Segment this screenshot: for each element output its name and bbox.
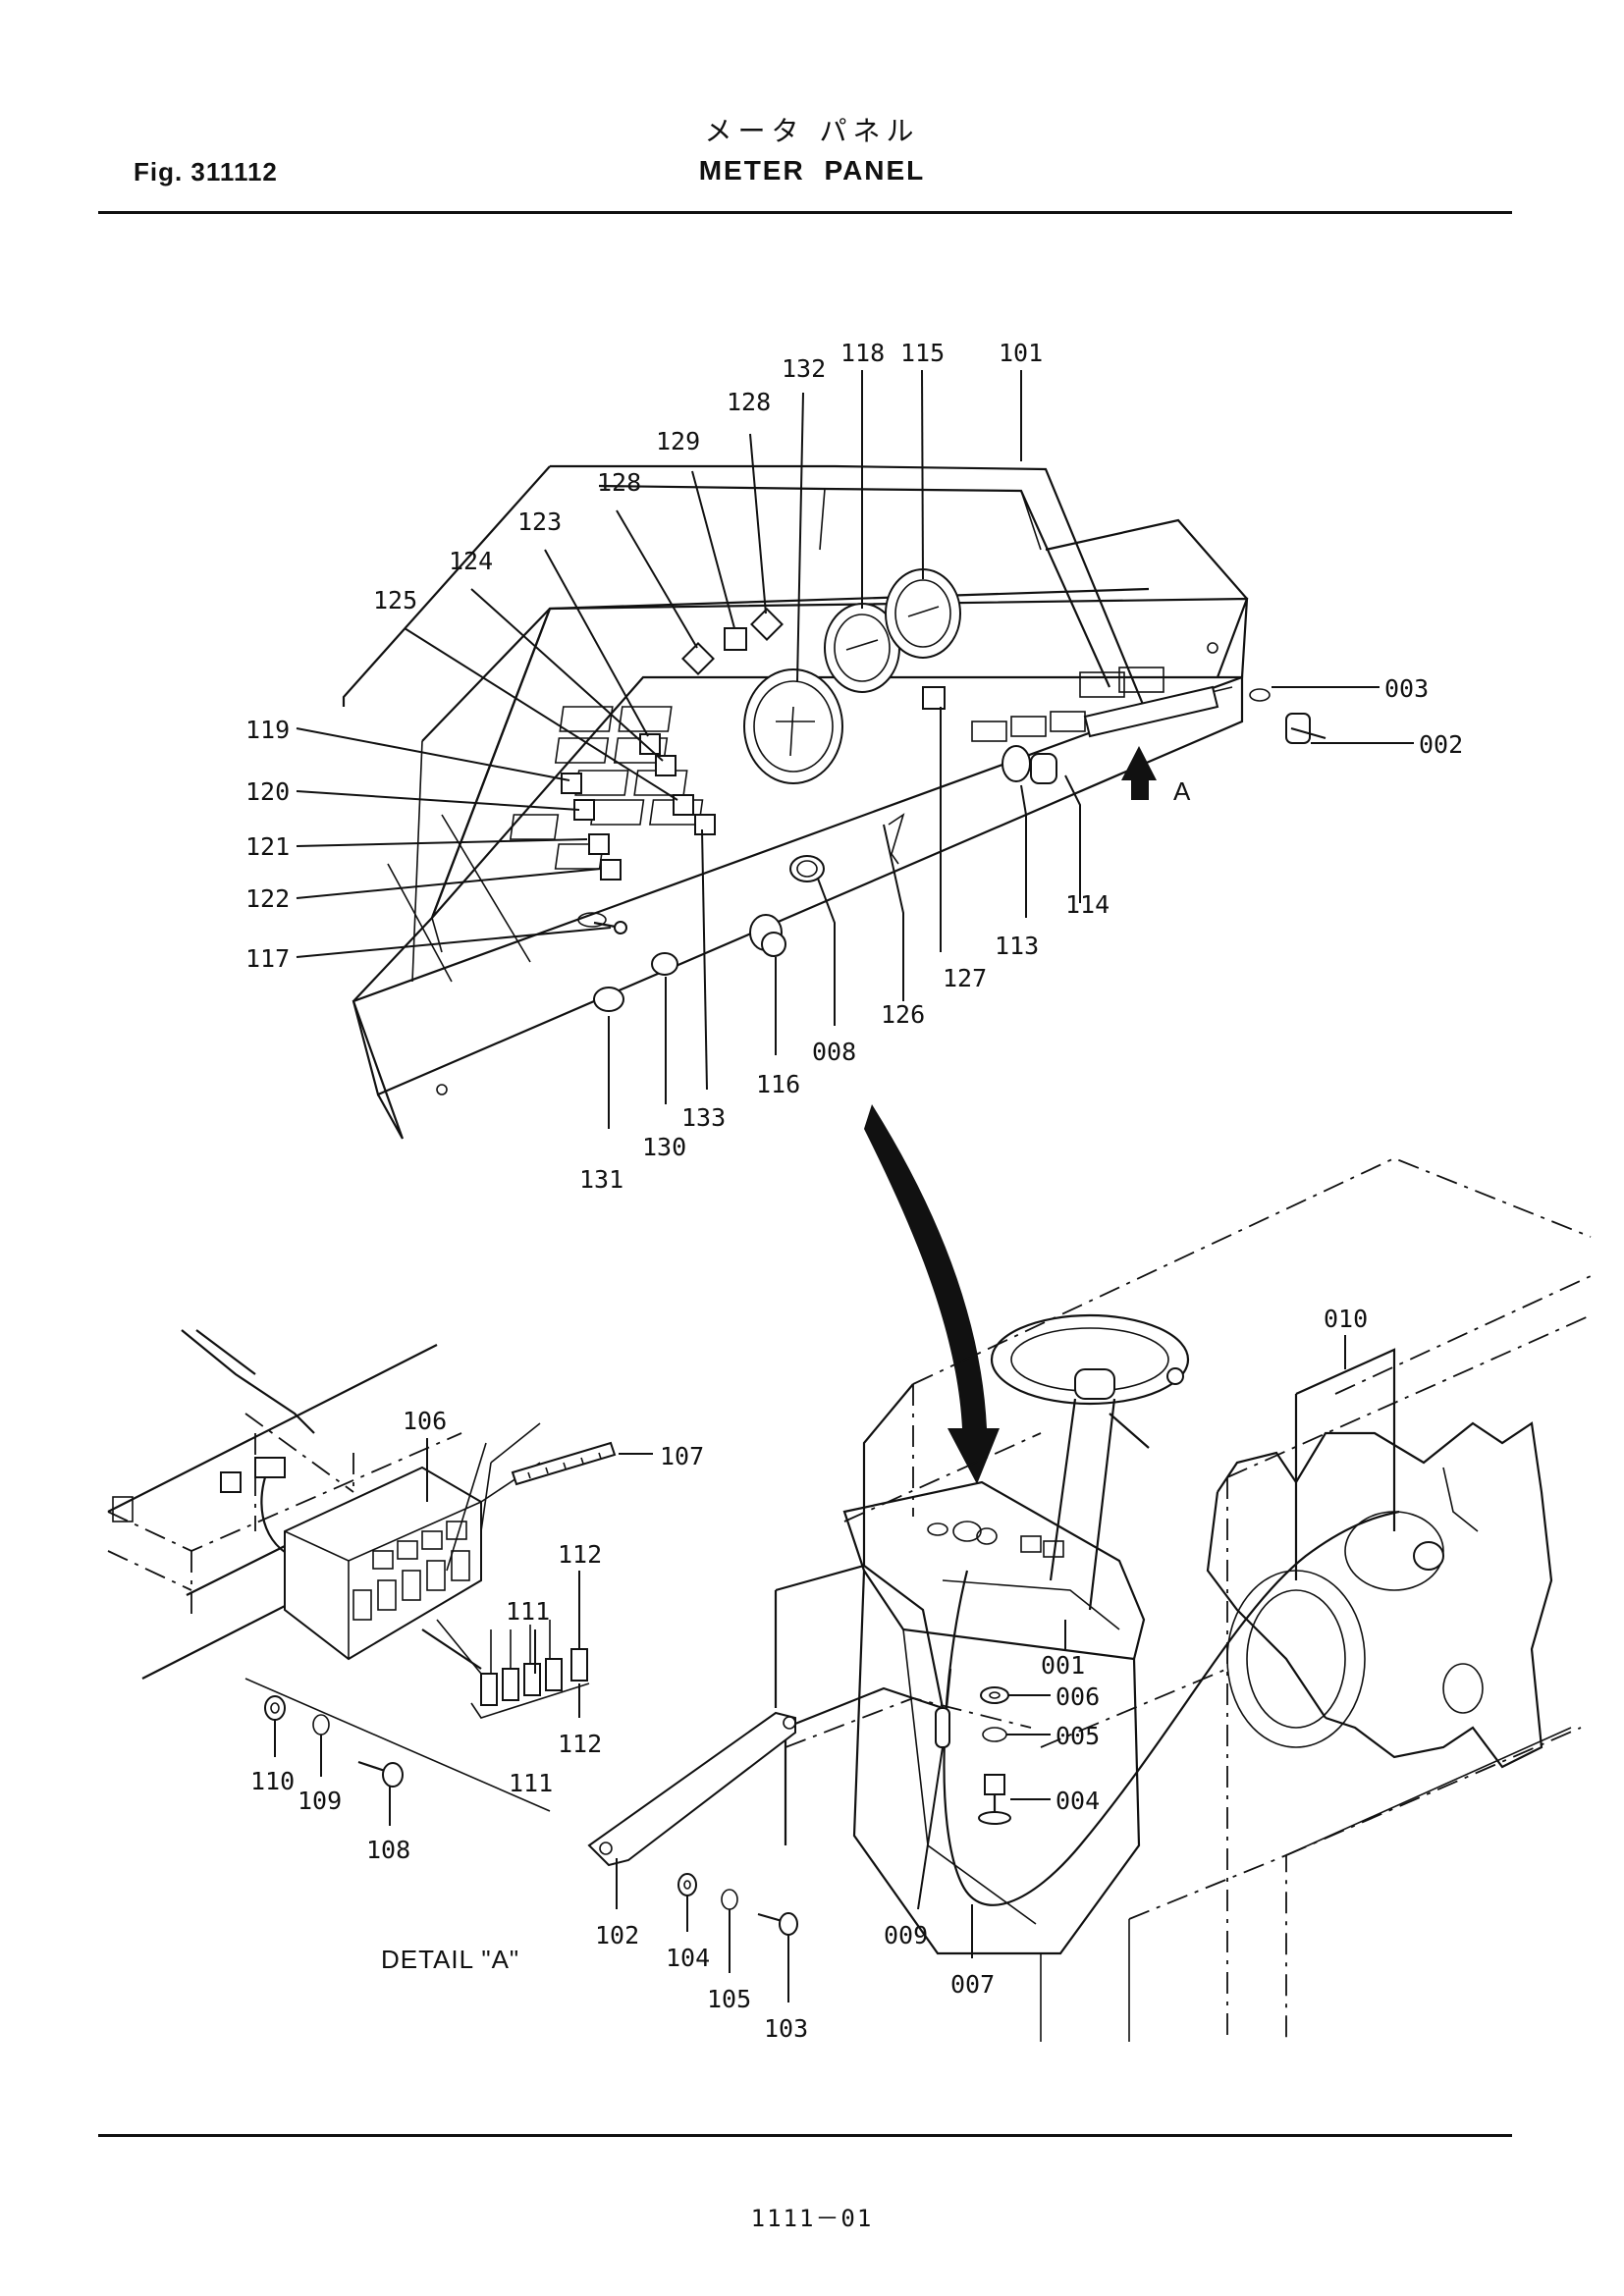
- callout-003: 003: [1384, 674, 1429, 703]
- warning-lamps: [561, 608, 946, 881]
- callout-115: 115: [900, 339, 945, 367]
- callout-131: 131: [579, 1165, 623, 1194]
- detail-a-label: DETAIL "A": [381, 1945, 519, 1974]
- callout-103: 103: [764, 2014, 808, 2043]
- panel-fasteners-002-003: [1249, 688, 1326, 744]
- view-arrow-a: [1121, 746, 1157, 800]
- header-rule: [98, 211, 1512, 214]
- footer-rule: [98, 2134, 1512, 2137]
- callout-102: 102: [595, 1921, 639, 1949]
- callout-006: 006: [1056, 1682, 1100, 1711]
- page-number: 1111－01: [750, 2205, 874, 2232]
- meter-panel-housing: [342, 464, 1249, 1140]
- callout-124: 124: [449, 547, 493, 575]
- callout-007: 007: [950, 1970, 995, 1999]
- callout-105: 105: [707, 1985, 751, 2013]
- callout-008: 008: [812, 1038, 856, 1066]
- callout-004: 004: [1056, 1787, 1100, 1815]
- detail-a-assembly: [107, 1329, 798, 1936]
- callout-leaders: [274, 369, 1414, 2002]
- machine-body: [774, 1157, 1592, 2042]
- callout-129: 129: [656, 427, 700, 455]
- callout-130: 130: [642, 1133, 686, 1161]
- callout-109: 109: [298, 1787, 342, 1815]
- callout-numbers: 101 115 118 132 128 129 128 123 124 125 …: [245, 339, 1463, 2043]
- callout-107: 107: [660, 1442, 704, 1470]
- callout-118: 118: [840, 339, 885, 367]
- assembly-arrow: [864, 1104, 1000, 1484]
- callout-111-upper: 111: [506, 1597, 550, 1626]
- callout-121: 121: [245, 832, 290, 861]
- callout-112-lower: 112: [558, 1730, 602, 1758]
- callout-123: 123: [517, 507, 562, 536]
- callout-104: 104: [666, 1944, 710, 1972]
- callout-111-lower: 111: [509, 1769, 553, 1797]
- callout-117: 117: [245, 944, 290, 973]
- title-japanese: メータ パネル: [704, 115, 920, 147]
- callout-128-lower: 128: [597, 468, 641, 497]
- callout-120: 120: [245, 777, 290, 806]
- callout-005: 005: [1056, 1722, 1100, 1750]
- callout-108: 108: [366, 1836, 410, 1864]
- callout-114: 114: [1065, 890, 1110, 919]
- hardware-004-005-006: [978, 1686, 1011, 1825]
- callout-001: 001: [1041, 1651, 1085, 1680]
- callout-101: 101: [999, 339, 1043, 367]
- callout-010: 010: [1324, 1305, 1368, 1333]
- callout-002: 002: [1419, 730, 1463, 759]
- callout-132: 132: [782, 354, 826, 383]
- callout-009: 009: [884, 1921, 928, 1949]
- title-english: METER PANEL: [698, 155, 926, 186]
- callout-116: 116: [756, 1070, 800, 1098]
- indicator-window-grid: [509, 667, 1164, 870]
- callout-113: 113: [995, 932, 1039, 960]
- view-marker-a: A: [1173, 776, 1191, 806]
- callout-127: 127: [943, 964, 987, 992]
- callout-126: 126: [881, 1000, 925, 1029]
- figure-number: Fig. 311112: [134, 157, 278, 187]
- callout-128-upper: 128: [727, 388, 771, 416]
- gauges: [743, 568, 961, 784]
- callout-133: 133: [681, 1103, 726, 1132]
- callout-110: 110: [250, 1767, 295, 1795]
- panel-switches: [577, 685, 1233, 1012]
- callout-125: 125: [373, 586, 417, 614]
- callout-119: 119: [245, 716, 290, 744]
- callout-106: 106: [403, 1407, 447, 1435]
- callout-112-upper: 112: [558, 1540, 602, 1569]
- callout-122: 122: [245, 884, 290, 913]
